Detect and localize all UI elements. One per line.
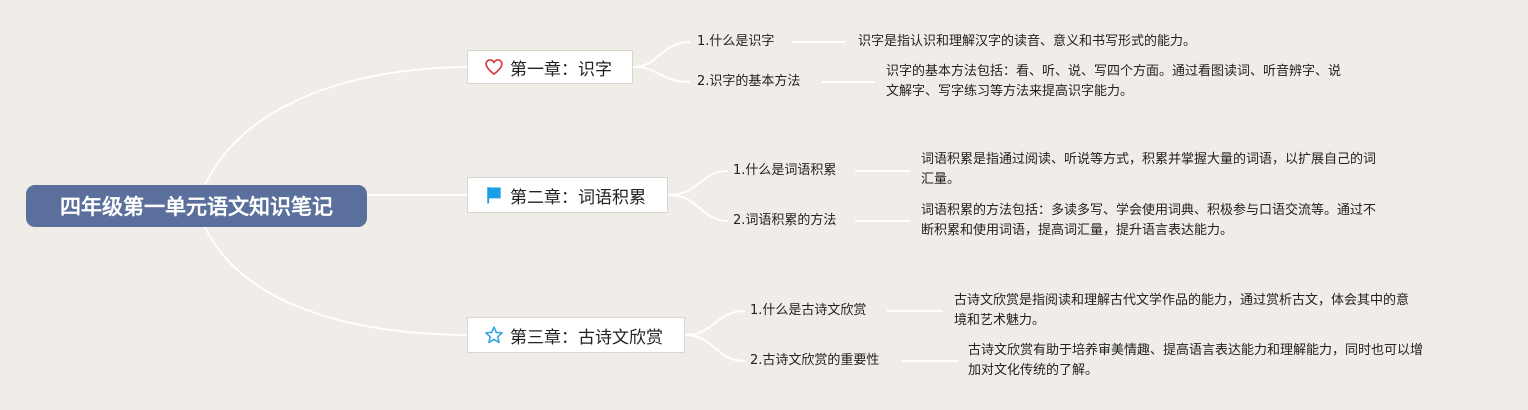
topic-desc-2-2: 词语积累的方法包括：多读多写、学会使用词典、积极参与口语交流等。通过不 断积累和…	[921, 201, 1441, 241]
topic-desc-3-2-line-2: 加对文化传统的了解。	[968, 363, 1099, 378]
connector-ch1-topic-2	[632, 66, 691, 83]
chapter-node-2[interactable]: 第二章：词语积累	[467, 177, 668, 213]
topic-label-3-2[interactable]: 2.古诗文欣赏的重要性	[750, 353, 880, 368]
topic-label-2-2[interactable]: 2.词语积累的方法	[733, 213, 837, 228]
topic-desc-3-1-line-1: 古诗文欣赏是指阅读和理解古代文学作品的能力，通过赏析古文，体会其中的意	[954, 293, 1410, 308]
chapter-title-3: 第三章：古诗文欣赏	[510, 327, 663, 348]
root-title: 四年级第一单元语文知识笔记	[60, 195, 333, 219]
topic-label-1-2[interactable]: 2.识字的基本方法	[697, 74, 801, 89]
topic-desc-1-1: 识字是指认识和理解汉字的读音、意义和书写形式的能力。	[858, 32, 1258, 52]
root-node[interactable]: 四年级第一单元语文知识笔记	[26, 185, 367, 227]
topic-desc-1-2: 识字的基本方法包括：看、听、说、写四个方面。通过看图读词、听音辨字、说 文解字、…	[886, 62, 1406, 102]
topic-label-3-1[interactable]: 1.什么是古诗文欣赏	[750, 303, 867, 318]
connector-ch1-topic-1	[632, 41, 691, 68]
heart-icon	[484, 57, 504, 77]
chapter-node-1[interactable]: 第一章：识字	[467, 50, 633, 84]
connector-ch2-topic-1	[667, 170, 729, 196]
chapter-title-2: 第二章：词语积累	[510, 187, 646, 208]
chapter-node-3[interactable]: 第三章：古诗文欣赏	[467, 317, 685, 353]
topic-desc-2-1: 词语积累是指通过阅读、听说等方式，积累并掌握大量的词语，以扩展自己的词 汇量。	[921, 150, 1441, 190]
flag-icon	[484, 185, 504, 205]
topic-desc-3-2: 古诗文欣赏有助于培养审美情趣、提高语言表达能力和理解能力，同时也可以增 加对文化…	[968, 341, 1488, 381]
topic-desc-3-1-line-2: 境和艺术魅力。	[954, 313, 1046, 328]
topic-desc-2-2-line-1: 词语积累的方法包括：多读多写、学会使用词典、积极参与口语交流等。通过不	[921, 203, 1377, 218]
chapter-title-1: 第一章：识字	[510, 59, 612, 80]
connector-ch3-topic-1	[684, 310, 746, 336]
topic-desc-1-2-line-2: 文解字、写字练习等方法来提高识字能力。	[886, 84, 1134, 99]
star-icon	[484, 325, 504, 345]
topic-desc-1-2-line-1: 识字的基本方法包括：看、听、说、写四个方面。通过看图读词、听音辨字、说	[886, 64, 1342, 79]
topic-desc-2-2-line-2: 断积累和使用词语，提高词汇量，提升语言表达能力。	[921, 223, 1234, 238]
topic-desc-3-1: 古诗文欣赏是指阅读和理解古代文学作品的能力，通过赏析古文，体会其中的意 境和艺术…	[954, 291, 1474, 331]
connector-ch2-topic-2	[667, 194, 729, 222]
connector-root-chapter-3	[204, 226, 468, 336]
topic-desc-3-2-line-1: 古诗文欣赏有助于培养审美情趣、提高语言表达能力和理解能力，同时也可以增	[968, 343, 1424, 358]
connector-root-chapter-1	[204, 66, 468, 186]
topic-label-2-1[interactable]: 1.什么是词语积累	[733, 163, 837, 178]
topic-desc-1-1-text: 识字是指认识和理解汉字的读音、意义和书写形式的能力。	[858, 34, 1197, 49]
topic-desc-2-1-line-1: 词语积累是指通过阅读、听说等方式，积累并掌握大量的词语，以扩展自己的词	[921, 152, 1377, 167]
topic-desc-2-1-line-2: 汇量。	[921, 172, 961, 187]
connector-ch3-topic-2	[684, 334, 746, 362]
topic-label-1-1[interactable]: 1.什么是识字	[697, 34, 775, 49]
